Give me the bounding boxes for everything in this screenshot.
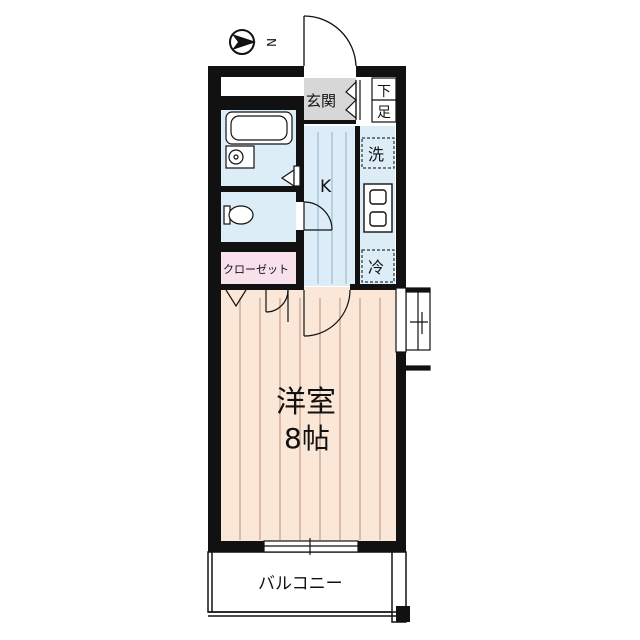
toilet — [223, 205, 254, 225]
stove — [363, 183, 393, 233]
side-window — [395, 287, 431, 371]
compass: N — [229, 29, 278, 55]
room-door — [303, 289, 351, 337]
walls — [208, 66, 406, 552]
shoe-box — [371, 77, 397, 123]
fridge-label: 冷 — [368, 258, 384, 277]
bathtub — [225, 111, 293, 145]
closet-floor — [221, 252, 296, 284]
shoe-box-label-top: 下 — [377, 84, 391, 100]
entrance-floor — [304, 78, 356, 122]
kitchen-label: K — [320, 177, 332, 197]
entrance-folding-door — [345, 80, 361, 120]
fridge-space — [361, 249, 395, 283]
kitchen-floor-lines — [317, 132, 347, 284]
washer-space — [361, 137, 395, 169]
top-storage-box — [221, 77, 296, 96]
western-room-floor-lines — [239, 298, 381, 540]
western-room-floor — [221, 287, 396, 541]
entrance-label: 玄関 — [306, 92, 336, 110]
balcony — [207, 551, 410, 623]
kitchen-floor — [304, 126, 357, 286]
closet-label: クローゼット — [223, 263, 289, 276]
shoe-box-label-bottom: 足 — [377, 105, 391, 121]
western-room-label: 洋室 — [276, 385, 336, 420]
balcony-window — [263, 538, 359, 555]
toilet-door — [303, 201, 333, 231]
entrance-door — [303, 15, 357, 67]
washbasin — [225, 145, 255, 169]
washer-label: 洗 — [368, 145, 384, 164]
closet-doors — [225, 289, 289, 322]
western-room-size: 8帖 — [284, 422, 330, 455]
bathroom-door — [280, 165, 301, 188]
compass-arrow-icon — [232, 34, 256, 50]
compass-north-label: N — [264, 38, 278, 47]
balcony-label: バルコニー — [258, 574, 343, 594]
